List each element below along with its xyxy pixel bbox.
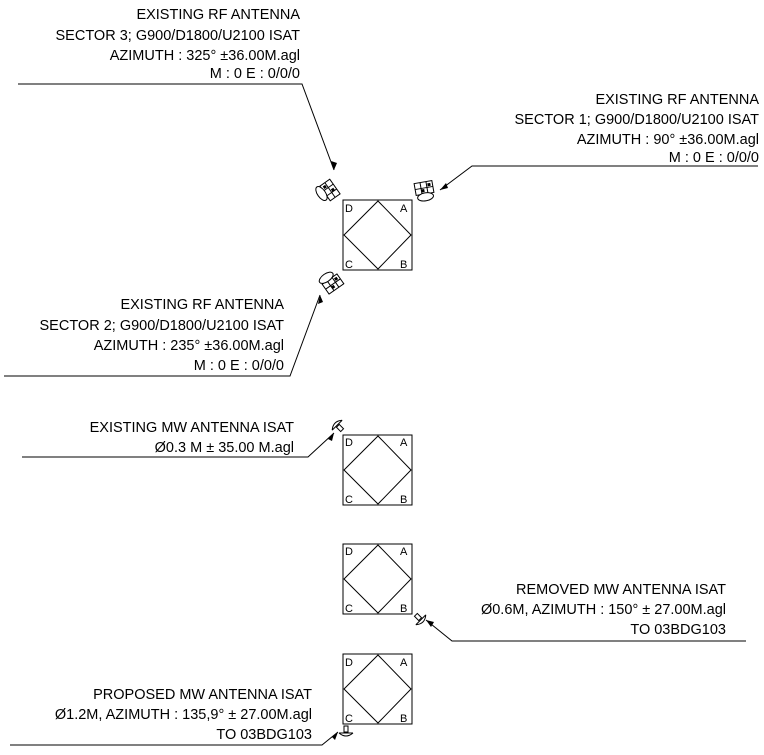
label-line: EXISTING RF ANTENNA [136, 7, 300, 23]
label-line: Ø0.3 M ± 35.00 M.agl [155, 440, 294, 456]
label-line: EXISTING RF ANTENNA [595, 92, 759, 108]
label-mw-removed: REMOVED MW ANTENNA ISAT Ø0.6M, AZIMUTH :… [481, 582, 726, 638]
corner-c-label: C [345, 494, 353, 506]
label-line: REMOVED MW ANTENNA ISAT [516, 582, 726, 598]
leader-sector1 [439, 165, 758, 191]
rf-antenna-sector3-icon [315, 178, 341, 202]
label-line: AZIMUTH : 90° ±36.00M.agl [577, 132, 759, 148]
leader-mw-proposed [10, 731, 339, 746]
tower-plan-1: D A C B [342, 199, 413, 271]
label-line: M : 0 E : 0/0/0 [210, 66, 300, 82]
label-sector1: EXISTING RF ANTENNA SECTOR 1; G900/D1800… [515, 92, 760, 166]
label-line: Ø0.6M, AZIMUTH : 150° ± 27.00M.agl [481, 602, 726, 618]
tower-plan-2: D A C B [342, 434, 413, 506]
leader-mw-existing [22, 432, 335, 458]
corner-c-label: C [345, 713, 353, 725]
corner-d-label: D [345, 437, 353, 449]
corner-b-label: B [400, 603, 407, 615]
label-line: PROPOSED MW ANTENNA ISAT [93, 687, 312, 703]
label-sector3: EXISTING RF ANTENNA SECTOR 3; G900/D1800… [56, 7, 301, 82]
tower-diamond [343, 200, 412, 270]
corner-a-label: A [400, 657, 408, 669]
rf-antenna-sector1-icon [413, 179, 435, 202]
label-line: SECTOR 1; G900/D1800/U2100 ISAT [515, 112, 760, 128]
tower-diamond [343, 544, 412, 614]
label-mw-proposed: PROPOSED MW ANTENNA ISAT Ø1.2M, AZIMUTH … [55, 687, 312, 743]
corner-b-label: B [400, 259, 407, 271]
label-sector2: EXISTING RF ANTENNA SECTOR 2; G900/D1800… [40, 297, 285, 374]
leader-sector2 [4, 294, 323, 377]
mw-antenna-proposed-icon [338, 725, 354, 737]
label-line: M : 0 E : 0/0/0 [669, 150, 759, 166]
label-line: M : 0 E : 0/0/0 [194, 358, 284, 374]
label-line: TO 03BDG103 [630, 622, 726, 638]
label-line: AZIMUTH : 325° ±36.00M.agl [110, 48, 300, 64]
corner-d-label: D [345, 546, 353, 558]
label-line: Ø1.2M, AZIMUTH : 135,9° ± 27.00M.agl [55, 707, 312, 723]
mw-antenna-removed-icon [413, 612, 427, 626]
corner-d-label: D [345, 203, 353, 215]
leader-mw-removed [425, 619, 746, 642]
tower-square [342, 199, 413, 271]
tower-diamond [343, 654, 412, 724]
label-line: EXISTING RF ANTENNA [120, 297, 284, 313]
corner-c-label: C [345, 603, 353, 615]
corner-b-label: B [400, 713, 407, 725]
leader-sector3 [18, 83, 337, 171]
label-line: SECTOR 2; G900/D1800/U2100 ISAT [40, 318, 285, 334]
tower-diamond [343, 435, 412, 505]
rf-antenna-sector2-icon [318, 271, 345, 295]
corner-d-label: D [345, 657, 353, 669]
corner-a-label: A [400, 203, 408, 215]
mw-antenna-existing-icon [331, 419, 345, 433]
corner-b-label: B [400, 494, 407, 506]
tower-square [342, 653, 413, 725]
label-line: SECTOR 3; G900/D1800/U2100 ISAT [56, 28, 301, 44]
label-line: EXISTING MW ANTENNA ISAT [90, 420, 295, 436]
label-mw-existing: EXISTING MW ANTENNA ISAT Ø0.3 M ± 35.00 … [90, 420, 295, 456]
tower-plan-3: D A C B [342, 543, 413, 615]
tower-plan-4: D A C B [342, 653, 413, 725]
corner-a-label: A [400, 437, 408, 449]
corner-c-label: C [345, 259, 353, 271]
tower-square [342, 434, 413, 506]
tower-square [342, 543, 413, 615]
corner-a-label: A [400, 546, 408, 558]
label-line: AZIMUTH : 235° ±36.00M.agl [94, 338, 284, 354]
label-line: TO 03BDG103 [216, 727, 312, 743]
